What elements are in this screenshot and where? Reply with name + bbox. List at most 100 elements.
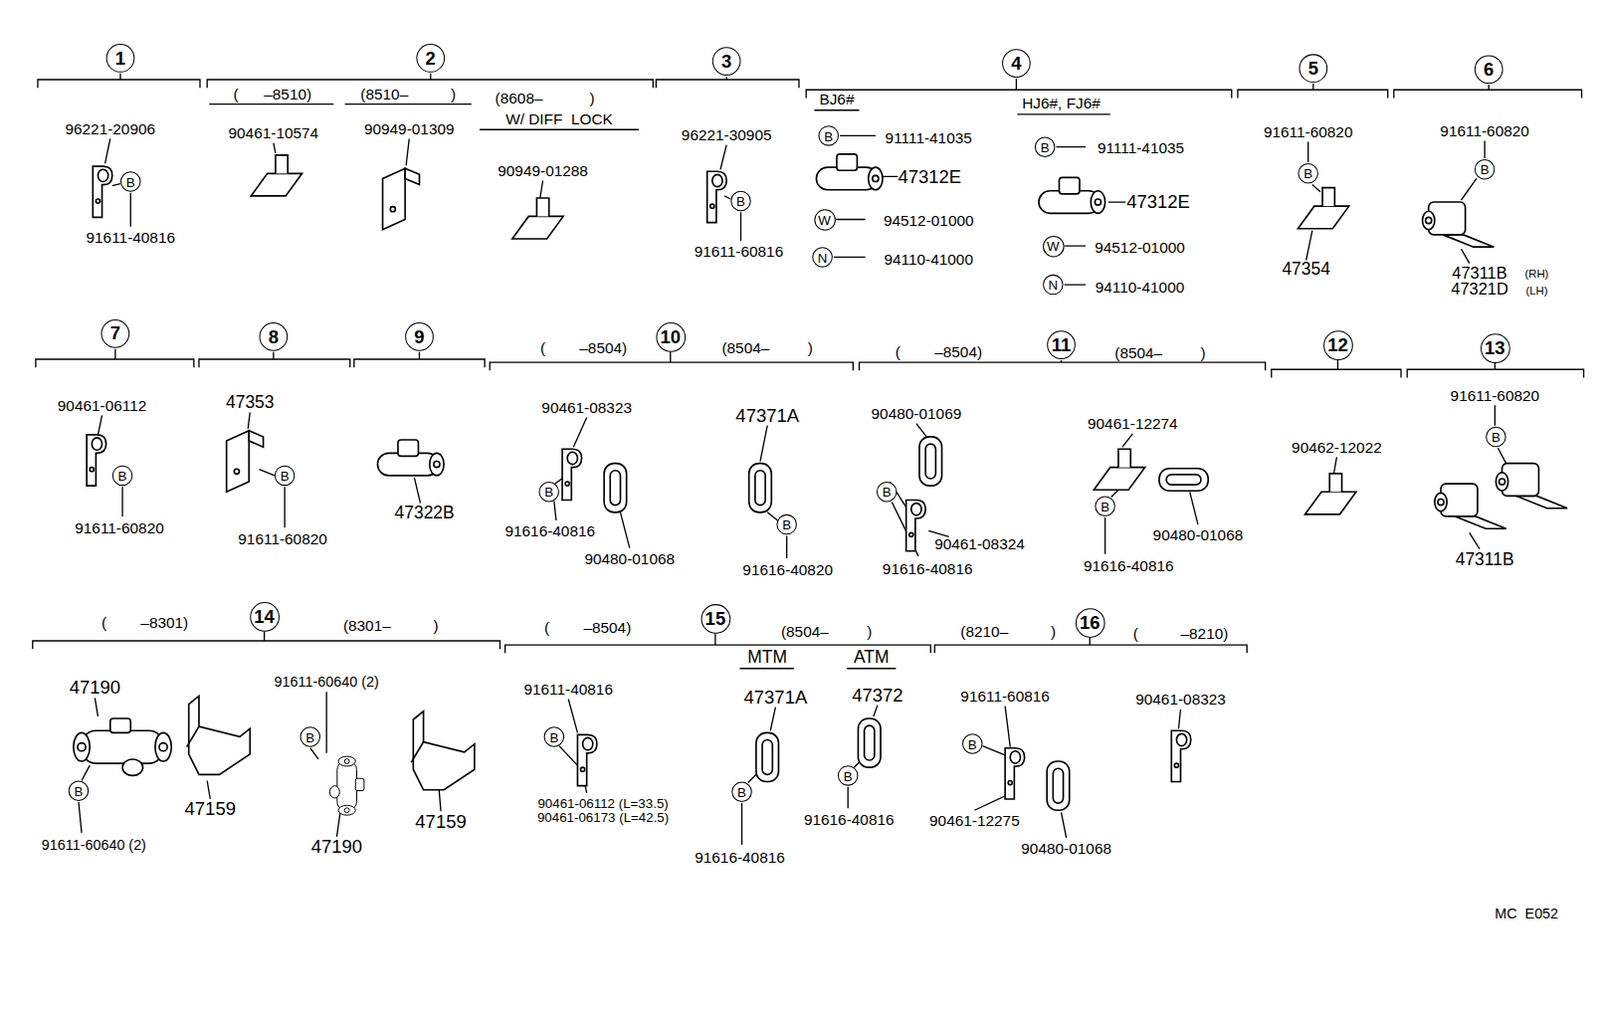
fastener-mark: B bbox=[1485, 426, 1507, 448]
part-label: 90461-08323 bbox=[541, 399, 632, 414]
part-label: 91111-41035 bbox=[885, 130, 973, 146]
drawing-part bbox=[73, 154, 1568, 815]
fastener-mark: B bbox=[1297, 163, 1319, 185]
part-label: 91611-60820 bbox=[237, 531, 328, 547]
part-label: ( –8301) bbox=[101, 614, 189, 630]
part-label: 91616-40816 bbox=[504, 523, 596, 539]
callout-number: 7 bbox=[101, 319, 131, 349]
drawing-part bbox=[707, 171, 727, 222]
part-label: 47354 bbox=[1281, 260, 1330, 278]
part-label: (RH) bbox=[1525, 268, 1550, 280]
part-label: 91611-60640 (2) bbox=[41, 837, 147, 852]
drawing-part bbox=[1495, 463, 1568, 509]
drawing-part bbox=[815, 154, 883, 191]
callout-number: 15 bbox=[700, 603, 731, 634]
drawing-part bbox=[1406, 363, 1584, 378]
part-label: 94110-41000 bbox=[1095, 278, 1186, 294]
drawing-part bbox=[250, 155, 302, 197]
part-label: 94512-01000 bbox=[1094, 238, 1186, 254]
fastener-mark: B bbox=[1094, 495, 1116, 517]
part-label: 90461-06173 (L=42.5) bbox=[537, 810, 669, 824]
drawing-part bbox=[562, 448, 582, 500]
part-label: 91611-40816 bbox=[85, 228, 176, 244]
part-label: 91616-40816 bbox=[882, 561, 974, 577]
drawing-part bbox=[603, 463, 627, 513]
part-label: 90461-08323 bbox=[1135, 691, 1226, 707]
drawing-part bbox=[35, 349, 195, 368]
part-label: 47159 bbox=[185, 800, 236, 818]
callout-text: 6 bbox=[1483, 60, 1494, 79]
part-label: 91611-60820 bbox=[1439, 123, 1530, 139]
drawing-part bbox=[86, 434, 106, 486]
callout-text: 16 bbox=[1079, 612, 1101, 631]
part-label: ( –8504) bbox=[544, 619, 631, 635]
drawing-part bbox=[208, 104, 1111, 669]
part-label: (8504– ) bbox=[721, 340, 812, 356]
part-label: 91111-41035 bbox=[1097, 140, 1185, 156]
callout-number: 5 bbox=[1298, 53, 1328, 83]
drawing-part bbox=[377, 439, 444, 476]
callout-text: 2 bbox=[425, 48, 436, 67]
part-label: 47190 bbox=[311, 837, 363, 856]
drawing-part bbox=[1271, 360, 1401, 378]
fastener-letter: B bbox=[823, 129, 833, 143]
fastener-mark: B bbox=[730, 191, 752, 212]
drawing-part bbox=[37, 73, 200, 88]
callout-number: 14 bbox=[249, 601, 280, 632]
part-label: HJ6#, FJ6# bbox=[1021, 95, 1101, 111]
drawing-part bbox=[919, 436, 943, 486]
part-label: 96221-20906 bbox=[64, 121, 156, 137]
drawing-part bbox=[1434, 483, 1507, 529]
fastener-letter: B bbox=[1303, 167, 1313, 181]
fastener-mark: N bbox=[811, 246, 833, 268]
drawing-part bbox=[354, 352, 485, 368]
callout-number: 6 bbox=[1474, 54, 1504, 84]
drawing-part bbox=[329, 756, 364, 815]
drawing-part bbox=[512, 198, 564, 239]
part-label: 90461-06112 (L=33.5) bbox=[537, 796, 668, 809]
drawing-part bbox=[1038, 177, 1106, 213]
fastener-mark: B bbox=[731, 782, 753, 803]
part-label: 94110-41000 bbox=[883, 251, 974, 267]
callout-number: 11 bbox=[1046, 330, 1076, 360]
drawing-part bbox=[1306, 142, 1321, 261]
fastener-letter: N bbox=[817, 250, 828, 264]
part-label: 47312E bbox=[1126, 193, 1191, 211]
callout-number: 12 bbox=[1323, 330, 1354, 361]
part-label: 47321D bbox=[1450, 281, 1508, 298]
fastener-mark: B bbox=[112, 465, 134, 487]
drawing-part bbox=[749, 463, 773, 513]
fastener-letter: B bbox=[1100, 499, 1110, 513]
fastener-letter: B bbox=[782, 517, 792, 531]
part-label: 47312E bbox=[897, 167, 962, 186]
fastener-mark: B bbox=[876, 481, 898, 503]
callout-text: 7 bbox=[110, 324, 121, 343]
fastener-mark: B bbox=[68, 781, 90, 802]
fastener-mark: B bbox=[837, 765, 859, 787]
part-label: 47159 bbox=[414, 811, 466, 830]
drawing-part bbox=[577, 734, 597, 786]
callout-text: 14 bbox=[253, 606, 275, 625]
drawing-part bbox=[857, 718, 881, 768]
fastener-mark: B bbox=[299, 726, 321, 748]
fastener-mark: B bbox=[538, 481, 560, 503]
part-label: 91616-40816 bbox=[1083, 557, 1175, 573]
drawing-part bbox=[32, 73, 1585, 845]
part-label: 91611-60816 bbox=[694, 243, 785, 259]
fastener-mark: N bbox=[1042, 274, 1064, 296]
drawing-part bbox=[1237, 83, 1389, 98]
part-label: 90462-12022 bbox=[1291, 438, 1383, 454]
callout-text: 11 bbox=[1051, 335, 1072, 354]
part-label: 91611-60820 bbox=[1263, 124, 1354, 140]
callout-text: 13 bbox=[1484, 338, 1506, 357]
callout-text: 9 bbox=[413, 327, 424, 346]
part-label: 96221-30905 bbox=[681, 127, 773, 143]
part-label: 47322B bbox=[395, 504, 455, 522]
part-label: ( –8504) bbox=[895, 344, 983, 360]
part-label: 47353 bbox=[225, 393, 274, 410]
part-label: 91611-40816 bbox=[523, 681, 613, 697]
part-label: 94512-01000 bbox=[883, 212, 975, 228]
part-label: 47311B bbox=[1455, 550, 1515, 568]
callout-number: 8 bbox=[258, 322, 288, 352]
fastener-letter: B bbox=[1040, 140, 1050, 154]
